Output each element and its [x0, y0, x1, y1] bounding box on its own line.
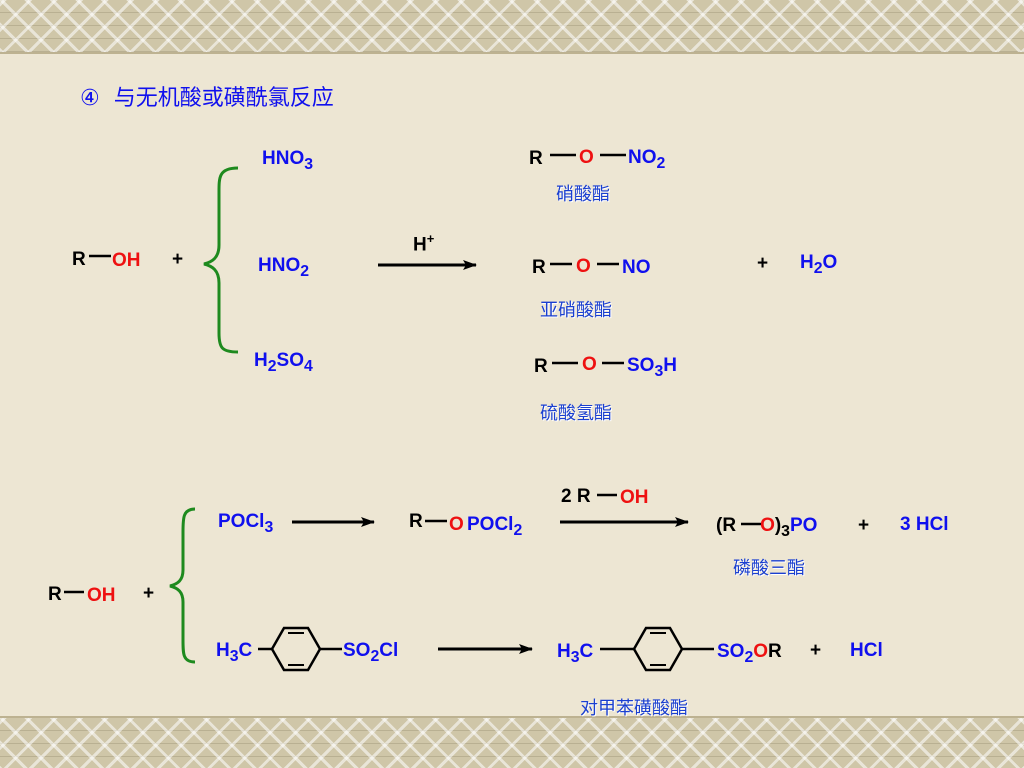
alcohol-oh: OH: [112, 250, 141, 271]
plus-sign: +: [172, 249, 184, 270]
decorative-footer-band: [0, 716, 1024, 768]
caption-hydrogen-sulfate: 硫酸氢酯: [540, 403, 612, 424]
plus-sign: +: [757, 253, 769, 274]
nitrite-group: NO: [622, 257, 651, 278]
hcl-byproduct: HCl: [850, 640, 883, 661]
catalyst-label: H+: [413, 231, 435, 256]
intermediate-o: O: [449, 514, 464, 535]
title-text: 与无机酸或磺酰氯反应: [113, 86, 334, 111]
acid-nitrous: HNO2: [258, 255, 310, 280]
reagent-methyl: H3C: [216, 640, 253, 665]
sulfate-r: R: [534, 356, 548, 377]
acid-sulfuric: H2SO4: [254, 350, 313, 375]
intermediate-r: R: [409, 511, 423, 532]
intermediate-group: POCl2: [467, 514, 523, 539]
title-number: ④: [80, 86, 100, 111]
caption-phosphate-triester: 磷酸三酯: [733, 558, 805, 579]
curly-brace: [203, 166, 239, 354]
caption-nitrite-ester: 亚硝酸酯: [540, 300, 612, 321]
nitrite-r: R: [532, 257, 546, 278]
nitrate-o: O: [579, 147, 594, 168]
alcohol-r: R: [72, 249, 86, 270]
plus-sign: +: [143, 583, 155, 604]
water: H2O: [800, 252, 838, 277]
caption-tosylate-ester: 对甲苯磺酸酯: [580, 698, 688, 719]
benzene-ring: [270, 626, 322, 672]
sulfate-o: O: [582, 354, 597, 375]
decorative-header-band: [0, 0, 1024, 54]
plus-sign: +: [858, 515, 870, 536]
alcohol-oh: OH: [87, 585, 116, 606]
plus-sign: +: [810, 640, 822, 661]
nitrate-r: R: [529, 148, 543, 169]
benzene-ring: [632, 626, 684, 672]
reagent-pocl3: POCl3: [218, 511, 274, 536]
page-title: ④ 与无机酸或磺酰氯反应: [80, 80, 334, 112]
curly-brace: [169, 507, 196, 664]
nitrate-group: NO2: [628, 147, 666, 172]
sulfate-group: SO3H: [627, 355, 677, 380]
product-sulfonate: SO2OR: [717, 641, 782, 666]
acid-nitric: HNO3: [262, 148, 314, 173]
caption-nitrate-ester: 硝酸酯: [556, 184, 610, 205]
alcohol-r: R: [48, 584, 62, 605]
second-equivalent: 2 R: [561, 486, 591, 507]
product-methyl: H3C: [557, 641, 594, 666]
second-equivalent-oh: OH: [620, 487, 649, 508]
nitrite-o: O: [576, 256, 591, 277]
hcl-byproduct: 3 HCl: [900, 514, 949, 535]
reagent-sulfonyl-chloride: SO2Cl: [343, 640, 399, 665]
